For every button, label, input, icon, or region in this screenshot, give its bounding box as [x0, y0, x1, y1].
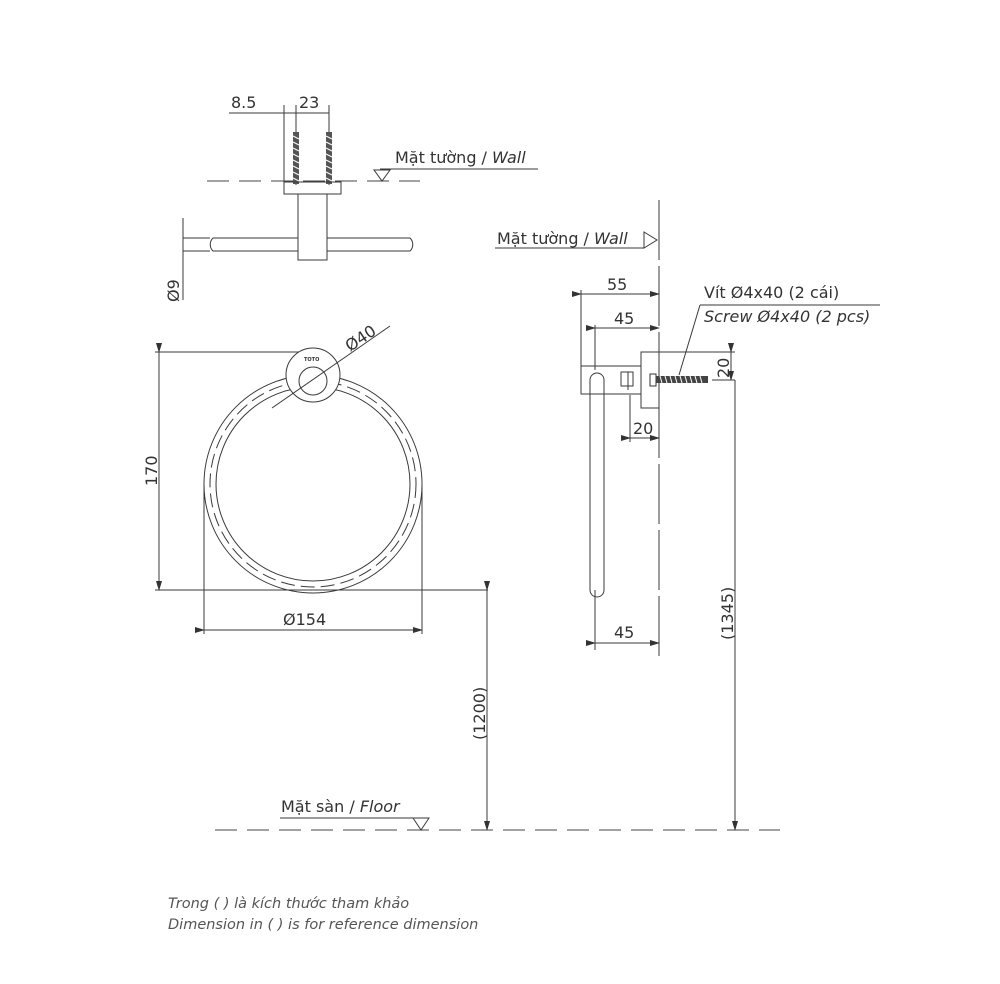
wall-label-top: Mặt tường / Wall — [395, 148, 526, 167]
dim-ring-depth-label: 45 — [614, 309, 634, 328]
note-line-vi: Trong ( ) là kích thước tham khảo — [168, 896, 410, 912]
dim-offset-label: 8.5 — [231, 93, 256, 112]
dim-screw-spacing-label: 23 — [299, 93, 319, 112]
floor-label: Mặt sàn / Floor — [281, 797, 401, 816]
screw-label-vi: Vít Ø4x40 (2 cái) — [704, 283, 839, 302]
dim-bracket-depth-label: 20 — [633, 419, 653, 438]
brand-mark: TOTO — [304, 357, 319, 363]
note-line-en: Dimension in ( ) is for reference dimens… — [168, 917, 479, 933]
screw-icon — [292, 132, 333, 184]
side-view: Mặt tường / Wall 55 45 Vít Ø4x40 (2 cái)… — [495, 200, 880, 831]
dim-bottom-depth-label: 45 — [614, 623, 634, 642]
dim-mount-height-label: (1345) — [718, 587, 737, 640]
dim-bracket-height-label: 20 — [714, 358, 733, 378]
reference-note: Trong ( ) là kích thước tham khảo Dimens… — [168, 894, 478, 936]
dim-rod-diameter-label: Ø9 — [164, 279, 183, 302]
screw-label-en: Screw Ø4x40 (2 pcs) — [704, 307, 870, 326]
front-view: 170 TOTO Ø40 Ø154 — [142, 321, 488, 634]
screw-icon — [649, 373, 708, 387]
floor-reference: Mặt sàn / Floor (1200) — [215, 581, 780, 831]
dim-flange-diameter-label: Ø40 — [342, 321, 380, 355]
dim-height-label: 170 — [142, 455, 161, 486]
dim-total-depth-label: 55 — [607, 275, 627, 294]
dim-ring-height-label: (1200) — [470, 687, 489, 740]
top-view: 8.5 23 Mặt tường / Wall Ø9 — [164, 93, 538, 302]
dim-ring-diameter-label: Ø154 — [283, 610, 326, 629]
wall-label-side: Mặt tường / Wall — [497, 229, 628, 248]
